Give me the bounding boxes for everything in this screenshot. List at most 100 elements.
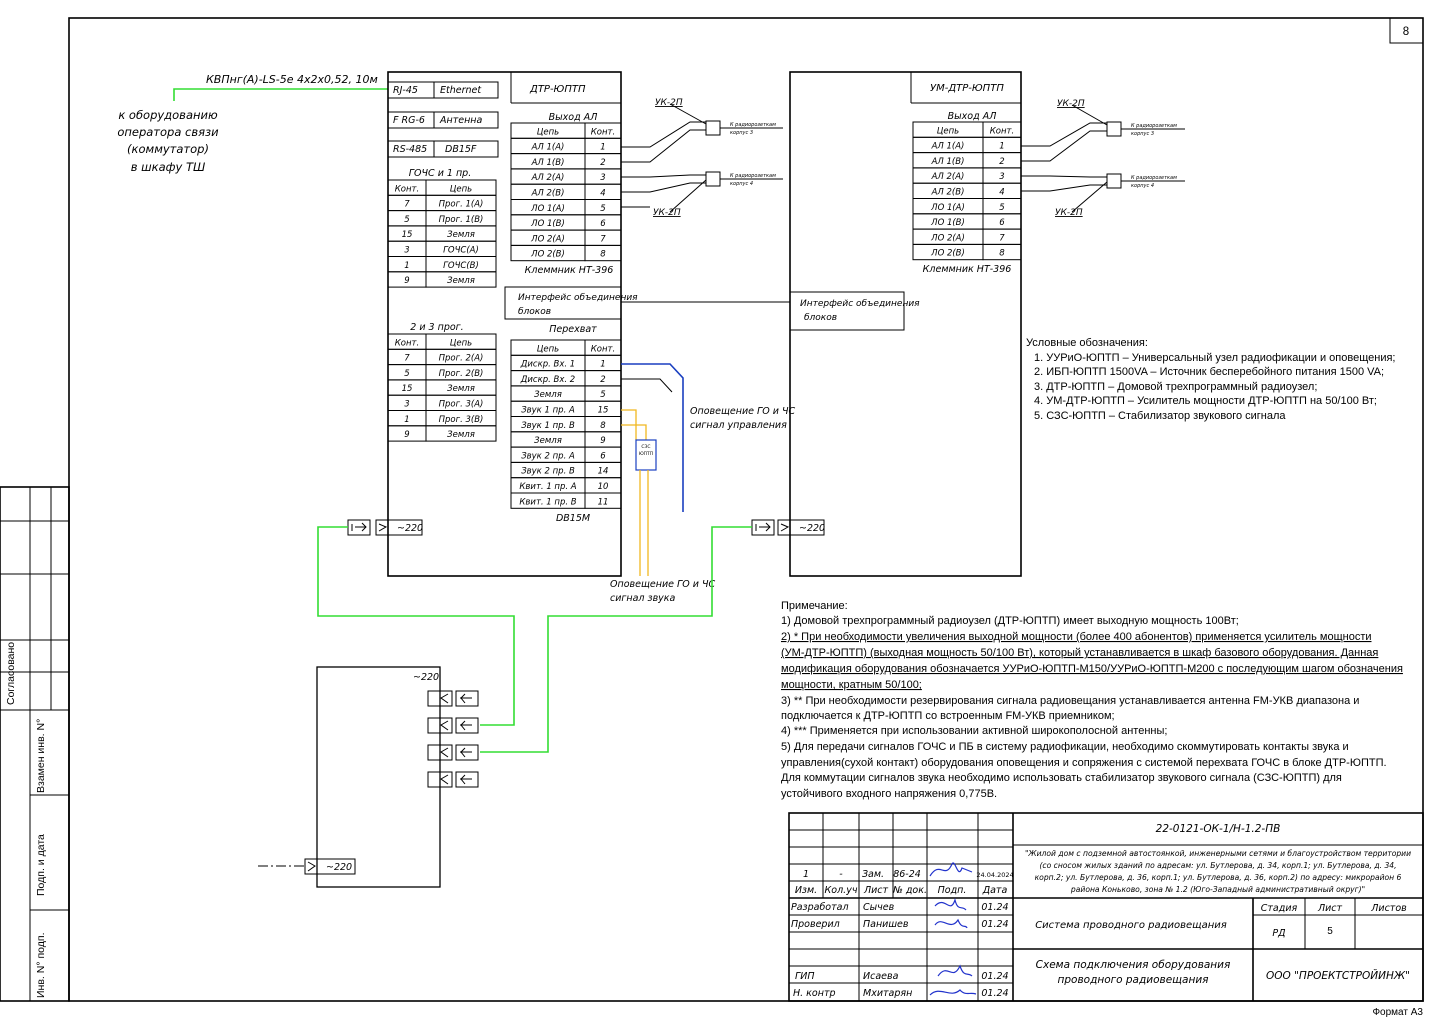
svg-text:F RG-6: F RG-6 bbox=[393, 115, 425, 126]
intercept-cell: Звук 2 пр. В bbox=[521, 467, 575, 477]
svg-text:~220: ~220 bbox=[397, 523, 423, 534]
svg-text:УК-2П: УК-2П bbox=[1057, 99, 1085, 109]
operator-label: к оборудованию оператора связи (коммутат… bbox=[117, 108, 219, 174]
um-interface-line1: Интерфейс объединения bbox=[800, 299, 920, 309]
intercept-cell: 8 bbox=[600, 421, 606, 431]
change-row-izm: 1 bbox=[803, 869, 809, 880]
side-label-sign: Подп. и дата bbox=[35, 834, 47, 896]
format-label: Формат А3 bbox=[1372, 1007, 1423, 1018]
svg-text:в шкафу ТШ: в шкафу ТШ bbox=[131, 160, 206, 174]
intercept-cell: 14 bbox=[598, 467, 609, 477]
sheet-number: 8 bbox=[1403, 26, 1409, 38]
dtr-interface-box bbox=[504, 286, 622, 320]
sound-signal-line2: сигнал звука bbox=[610, 593, 676, 604]
project-line-2: (со сносом жилых зданий по адресам: ул. … bbox=[1039, 861, 1396, 870]
dtr-out-cell: 4 bbox=[600, 189, 605, 199]
um-out-cell: ЛО 2(А) bbox=[930, 233, 965, 243]
intercept-cell: 5 bbox=[600, 390, 605, 400]
dtr-out-cell: 5 bbox=[600, 204, 605, 214]
gochs-header-cell: Конт. bbox=[395, 184, 419, 194]
svg-text:5. СЗС-ЮПТП – Стабилизатор зв: 5. СЗС-ЮПТП – Стабилизатор звукового сиг… bbox=[1034, 410, 1286, 422]
prog23-cell: Земля bbox=[447, 384, 475, 394]
prog23-cell: 3 bbox=[404, 400, 409, 410]
ups-outlets bbox=[427, 690, 479, 788]
change-row-kol: - bbox=[839, 869, 843, 880]
intercept-cell: 9 bbox=[600, 436, 605, 446]
um-out-title: Выход АЛ bbox=[948, 111, 997, 122]
prog23-cell: 5 bbox=[404, 369, 409, 379]
prog23-cell: 9 bbox=[404, 430, 409, 440]
prog23-cell: 15 bbox=[402, 384, 413, 394]
date-checker: 01.24 bbox=[981, 919, 1008, 930]
sheet-value: 5 bbox=[1327, 926, 1333, 937]
intercept-header-cell: Цепь bbox=[537, 344, 559, 354]
um-out-header-cell: Цепь bbox=[937, 126, 959, 136]
svg-text:~220: ~220 bbox=[799, 523, 825, 534]
gochs-cell: Прог. 1(А) bbox=[439, 200, 484, 210]
gochs-cell: 15 bbox=[402, 230, 413, 240]
role-checker: Проверил bbox=[791, 919, 840, 930]
header-kol: Кол.уч bbox=[825, 885, 858, 896]
drawing-title-1: Схема подключения оборудования bbox=[1036, 959, 1231, 971]
intercept-cell: 2 bbox=[600, 375, 605, 385]
dtr-out-cell: ЛО 1(А) bbox=[530, 204, 565, 214]
svg-text:корпус 3: корпус 3 bbox=[1131, 131, 1154, 137]
dtr-out-cell: ЛО 2(А) bbox=[530, 234, 565, 244]
intercept-cell: Квит. 1 пр. В bbox=[519, 497, 576, 507]
um-out-cell: ЛО 2(В) bbox=[930, 249, 965, 259]
svg-text:DB15F: DB15F bbox=[445, 144, 477, 155]
ups-block: ~220 ~220 bbox=[258, 666, 479, 888]
dtr-out-cell: АЛ 2(В) bbox=[531, 189, 565, 199]
svg-text:к оборудованию: к оборудованию bbox=[118, 108, 218, 122]
prog23-header-cell: Цепь bbox=[450, 338, 472, 348]
um-interface-line2: блоков bbox=[804, 313, 837, 323]
sheets-header: Листов bbox=[1370, 903, 1407, 914]
change-row-date: 24.04.2024 bbox=[976, 871, 1013, 879]
intercept-cell: Звук 1 пр. А bbox=[521, 406, 575, 416]
dtr-out-cell: 1 bbox=[600, 143, 605, 153]
sound-signal-line1: Оповещение ГО и ЧС bbox=[610, 579, 715, 590]
dtr-out-header-cell: Цепь bbox=[537, 127, 559, 137]
dtr-out-header-cell: Конт. bbox=[591, 127, 615, 137]
um-out-cell: АЛ 2(В) bbox=[931, 188, 965, 198]
gochs-cell: 9 bbox=[404, 276, 409, 286]
um-out-cell: АЛ 1(В) bbox=[931, 157, 965, 167]
svg-text:RS-485: RS-485 bbox=[393, 144, 427, 155]
role-nkontr: Н. контр bbox=[793, 988, 836, 999]
notes: Примечание: 1) Домовой трехпрограммный р… bbox=[781, 600, 1403, 800]
svg-text:1) Домовой трехпрограммный рад: 1) Домовой трехпрограммный радиоузел (ДТ… bbox=[781, 615, 1239, 627]
prog23-cell: Прог. 3(А) bbox=[439, 400, 484, 410]
dtr-out-cell: ЛО 2(В) bbox=[530, 250, 565, 260]
svg-text:RJ-45: RJ-45 bbox=[393, 85, 418, 96]
um-out-cell: АЛ 1(А) bbox=[931, 142, 965, 152]
dtr-title: ДТР-ЮПТП bbox=[529, 84, 586, 95]
header-doc: № док. bbox=[892, 885, 927, 896]
svg-text:К радиорозеткам: К радиорозеткам bbox=[1131, 123, 1177, 129]
gochs-cell: ГОЧС(А) bbox=[443, 246, 479, 256]
gochs-cell: 3 bbox=[404, 246, 409, 256]
dtr-out-cell: 3 bbox=[600, 173, 605, 183]
svg-text:УК-2П: УК-2П bbox=[653, 208, 681, 218]
dtr-out-cell: 2 bbox=[600, 158, 605, 168]
intercept-cell: 10 bbox=[598, 482, 609, 492]
prog23-cell: 1 bbox=[404, 415, 409, 425]
svg-text:устойчивого входного напряжени: устойчивого входного напряжения 0,775В. bbox=[781, 788, 997, 800]
intercept-cell: 15 bbox=[598, 406, 609, 416]
svg-text:корпус 4: корпус 4 bbox=[730, 181, 753, 187]
svg-text:Антенна: Антенна bbox=[439, 115, 483, 126]
legend-title: Условные обозначения: bbox=[1026, 337, 1148, 349]
svg-text:~220: ~220 bbox=[413, 672, 439, 683]
dtr-out-cell: 7 bbox=[600, 234, 606, 244]
change-row-doc: 86-24 bbox=[893, 869, 921, 880]
prog23-cell: Прог. 3(В) bbox=[439, 415, 484, 425]
dtr-out-cell: АЛ 2(А) bbox=[531, 173, 565, 183]
header-date: Дата bbox=[982, 885, 1008, 896]
dtr-power-connector: ~220 bbox=[347, 519, 423, 536]
doc-code: 22-0121-ОК-1/Н-1.2-ПВ bbox=[1156, 823, 1281, 835]
um-out-cell: 2 bbox=[999, 157, 1004, 167]
intercept-cell: Земля bbox=[534, 390, 562, 400]
